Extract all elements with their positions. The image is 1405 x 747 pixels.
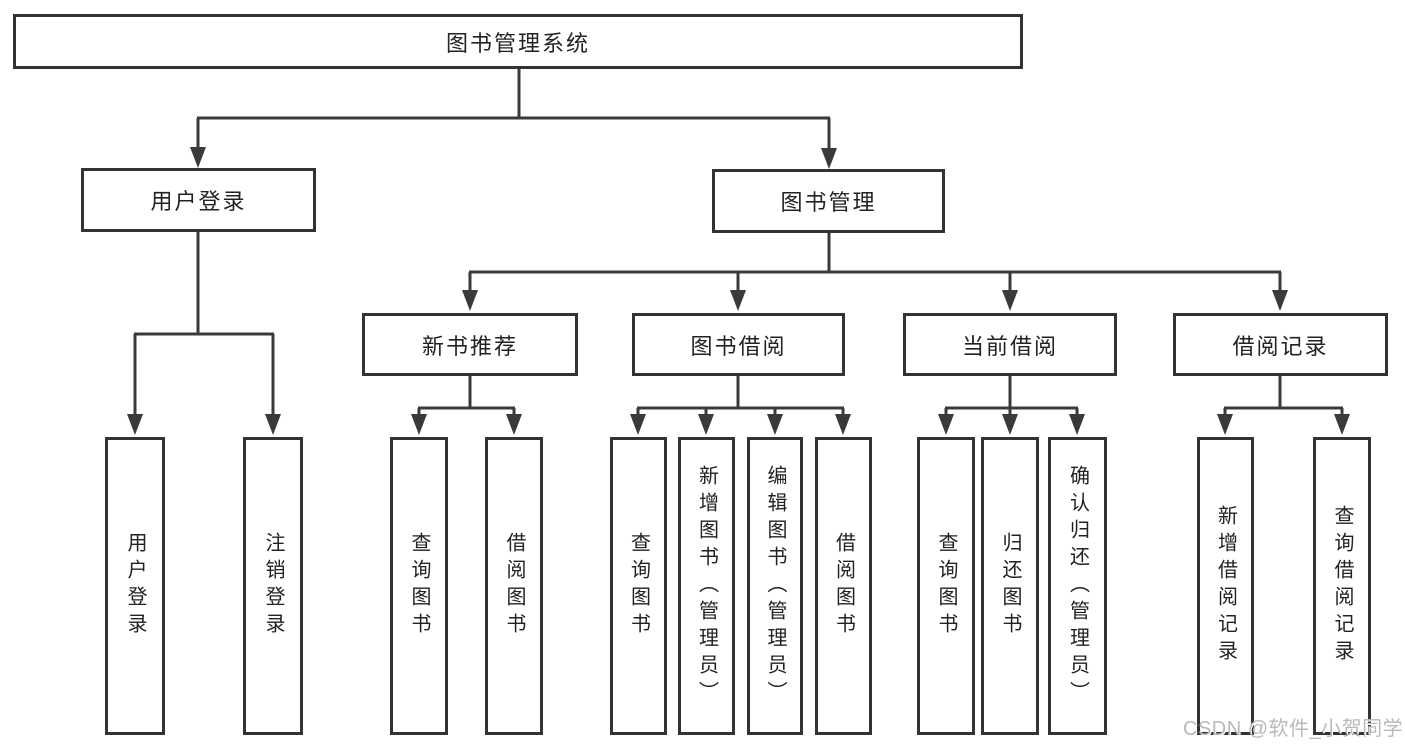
leaf-add-books-admin-label: 新增图书（管理员） — [695, 464, 718, 708]
leaf-query-books-current-label: 查询图书 — [935, 532, 957, 640]
leaf-query-books-borrowing: 查询图书 — [610, 437, 667, 735]
node-book-borrowing: 图书借阅 — [632, 313, 845, 376]
node-current-borrowing: 当前借阅 — [903, 313, 1117, 376]
leaf-borrow-books-borrowing: 借阅图书 — [815, 437, 872, 735]
leaf-query-books-recommend-label: 查询图书 — [408, 532, 430, 640]
leaf-confirm-return-admin-label: 确认归还（管理员） — [1066, 464, 1089, 708]
node-new-book-recommendation: 新书推荐 — [362, 313, 578, 376]
leaf-borrow-books-recommend-label: 借阅图书 — [503, 532, 525, 640]
leaf-user-login-label: 用户登录 — [124, 532, 146, 640]
leaf-query-books-current: 查询图书 — [917, 437, 975, 735]
leaf-return-books: 归还图书 — [981, 437, 1039, 735]
leaf-query-borrow-record-label: 查询借阅记录 — [1331, 505, 1353, 667]
leaf-edit-books-admin: 编辑图书（管理员） — [747, 437, 803, 735]
leaf-borrow-books-recommend: 借阅图书 — [485, 437, 543, 735]
leaf-add-borrow-record-label: 新增借阅记录 — [1214, 505, 1237, 667]
leaf-query-books-recommend: 查询图书 — [390, 437, 448, 735]
leaf-user-login: 用户登录 — [105, 437, 165, 735]
node-user-login: 用户登录 — [81, 168, 316, 232]
leaf-logout-login-label: 注销登录 — [262, 532, 284, 640]
leaf-add-books-admin: 新增图书（管理员） — [678, 437, 735, 735]
node-library-management-system: 图书管理系统 — [13, 14, 1023, 69]
watermark: CSDN @软件_小贺同学 — [1183, 718, 1404, 740]
leaf-borrow-books-borrowing-label: 借阅图书 — [832, 532, 855, 640]
leaf-return-books-label: 归还图书 — [999, 532, 1021, 640]
node-book-management: 图书管理 — [712, 169, 945, 233]
leaf-logout-login: 注销登录 — [243, 437, 303, 735]
leaf-query-borrow-record: 查询借阅记录 — [1313, 437, 1371, 735]
leaf-confirm-return-admin: 确认归还（管理员） — [1048, 437, 1107, 735]
leaf-query-books-borrowing-label: 查询图书 — [627, 532, 650, 640]
node-borrowing-records: 借阅记录 — [1173, 313, 1388, 376]
leaf-add-borrow-record: 新增借阅记录 — [1197, 437, 1254, 735]
leaf-edit-books-admin-label: 编辑图书（管理员） — [764, 464, 786, 708]
